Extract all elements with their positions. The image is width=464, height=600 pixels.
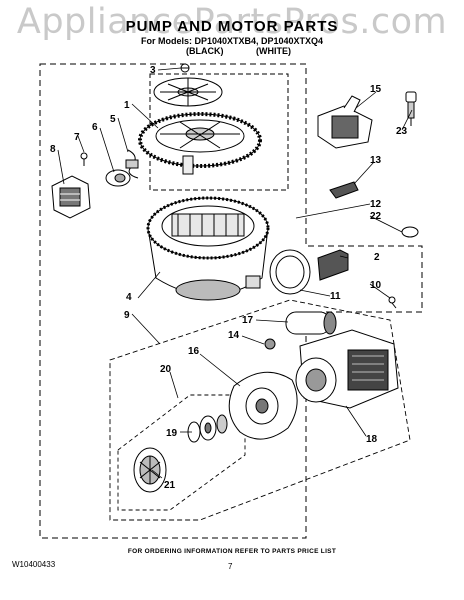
part-13-bracket xyxy=(329,181,359,199)
callout-6: 6 xyxy=(92,122,98,133)
callout-7: 7 xyxy=(74,132,80,143)
color-black-label: (BLACK) xyxy=(186,46,224,56)
models-line: For Models: DP1040XTXB4, DP1040XTXQ4 xyxy=(140,36,324,46)
callout-8: 8 xyxy=(50,144,56,155)
callout-17: 17 xyxy=(242,315,254,326)
callout-23: 23 xyxy=(396,126,408,137)
callout-5: 5 xyxy=(110,114,116,125)
part-22-clamp xyxy=(401,226,419,238)
page-title: PUMP AND MOTOR PARTS xyxy=(125,18,339,35)
part-4-sump-housing xyxy=(146,196,270,301)
part-8-diverter-motor xyxy=(51,175,91,219)
motor-group-boundary xyxy=(109,299,411,521)
part-1-filter-cover xyxy=(153,77,223,107)
part-5-clip xyxy=(125,149,139,179)
part-18-motor xyxy=(295,329,399,409)
part-15-pump-assembly xyxy=(317,95,373,149)
callout-22: 22 xyxy=(370,211,382,222)
watermark: AppliancePartsPros.com xyxy=(16,2,448,42)
part-23-sensor xyxy=(405,91,417,126)
callout-14: 14 xyxy=(228,330,240,341)
part-16-volute xyxy=(228,371,298,440)
callout-16: 16 xyxy=(188,346,200,357)
callout-11: 11 xyxy=(330,291,341,302)
seal-group-box xyxy=(117,394,246,511)
part-17-capacitor xyxy=(285,311,337,335)
part-14-nut xyxy=(264,338,276,350)
assembly-boundary xyxy=(39,63,423,539)
part-11-gasket xyxy=(269,249,311,295)
callout-4: 4 xyxy=(126,292,132,303)
part-1-toothed-ring xyxy=(138,112,262,175)
leader-lines xyxy=(57,67,413,479)
part-10-screw xyxy=(388,296,397,309)
callout-3: 3 xyxy=(150,65,156,76)
ordering-note: FOR ORDERING INFORMATION REFER TO PARTS … xyxy=(127,548,337,555)
part-6-disc xyxy=(105,169,131,187)
callout-20: 20 xyxy=(160,364,172,375)
part-21-impeller xyxy=(133,447,167,493)
page-number: 7 xyxy=(228,562,233,571)
callout-19: 19 xyxy=(166,428,178,439)
callout-12: 12 xyxy=(370,199,382,210)
callout-2: 2 xyxy=(374,252,380,263)
callout-9: 9 xyxy=(124,310,130,321)
color-white-label: (WHITE) xyxy=(256,46,291,56)
part-3-screw xyxy=(180,63,190,73)
part-7-screw xyxy=(80,152,88,166)
callout-18: 18 xyxy=(366,434,378,445)
callout-15: 15 xyxy=(370,84,382,95)
document-part-number: W10400433 xyxy=(12,560,56,569)
callout-1: 1 xyxy=(124,100,130,111)
callout-21: 21 xyxy=(164,480,176,491)
callout-13: 13 xyxy=(370,155,382,166)
part-2-cover xyxy=(317,249,349,281)
part-19-seal xyxy=(187,414,228,443)
callout-10: 10 xyxy=(370,280,382,291)
